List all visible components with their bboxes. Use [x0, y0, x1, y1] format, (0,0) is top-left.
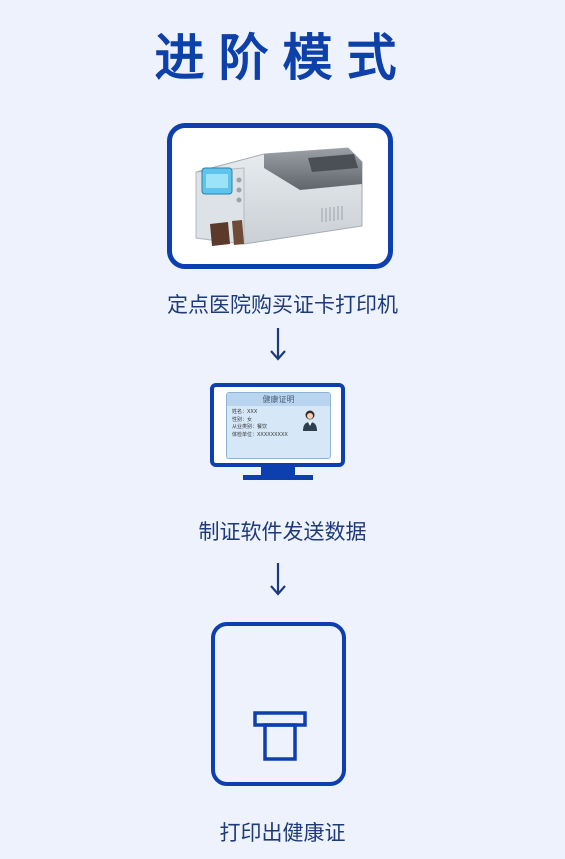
arrow-down-icon [270, 328, 286, 361]
page-title: 进阶模式 [154, 29, 411, 87]
arrow-down-icon [270, 563, 286, 596]
step-label-print-card: 打印出健康证 [219, 821, 346, 845]
card-header: 健康证明 [227, 393, 330, 406]
card-line-category: 从业类别：餐饮 [232, 424, 268, 430]
person-avatar-icon [303, 410, 317, 431]
step-label-send-data: 制证软件发送数据 [198, 520, 367, 544]
card-slot-icon [253, 711, 307, 761]
health-card-preview: 健康证明 姓名：XXX 性别：女 从业类别：餐饮 体检单位：XXXXXXXXX [226, 392, 331, 459]
card-line-unit: 体检单位：XXXXXXXXX [232, 431, 288, 438]
step-label-buy-printer: 定点医院购买证卡打印机 [167, 293, 398, 317]
card-line-gender: 性别：女 [232, 416, 253, 423]
printer-illustration [195, 147, 363, 246]
computer-monitor-icon: 健康证明 姓名：XXX 性别：女 从业类别：餐饮 体检单位：XXXXXXXXX [210, 383, 345, 487]
card-printer-image [167, 123, 393, 269]
card-line-name: 姓名：XXX [232, 409, 258, 415]
card-output-icon [211, 622, 346, 786]
